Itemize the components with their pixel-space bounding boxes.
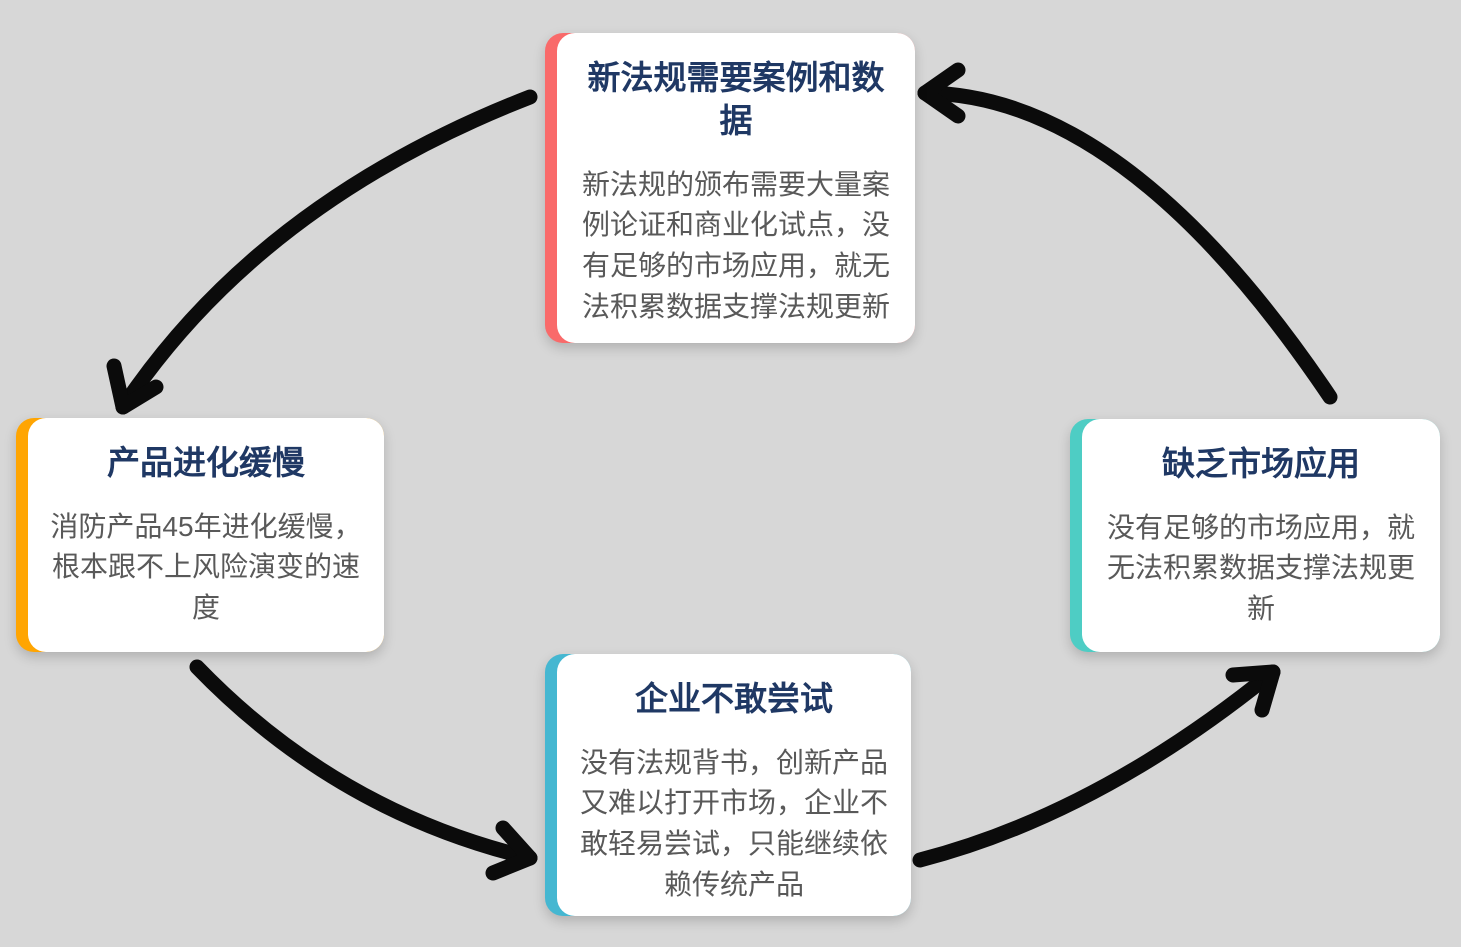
arrow-bottom-to-right-head (1225, 664, 1281, 718)
arrow-top-to-left-shaft (115, 89, 538, 415)
card-lack-market-application-title: 缺乏市场应用 (1162, 445, 1360, 482)
arrow-top-to-left-head (106, 358, 164, 415)
card-companies-dare-not-try-body: 没有法规背书，创新产品又难以打开市场，企业不敢轻易尝试，只能继续依赖传统产品 (579, 746, 888, 900)
card-lack-market-application-panel: 缺乏市场应用 没有足够的市场应用，就无法积累数据支撑法规更新 (1082, 419, 1440, 652)
card-slow-product-evolution: 产品进化缓慢 消防产品45年进化缓慢，根本跟不上风险演变的速度 (16, 418, 384, 652)
arrow-bottom-to-right-shaft (912, 664, 1281, 868)
card-slow-product-evolution-panel: 产品进化缓慢 消防产品45年进化缓慢，根本跟不上风险演变的速度 (28, 418, 384, 652)
arrow-left-to-bottom-shaft (189, 659, 538, 866)
card-lack-market-application: 缺乏市场应用 没有足够的市场应用，就无法积累数据支撑法规更新 (1070, 419, 1440, 652)
card-new-regulations-panel: 新法规需要案例和数据 新法规的颁布需要大量案例论证和商业化试点，没有足够的市场应… (557, 33, 915, 343)
card-new-regulations-body: 新法规的颁布需要大量案例论证和商业化试点，没有足够的市场应用，就无法积累数据支撑… (581, 168, 890, 322)
arrow-top-to-left (106, 89, 538, 415)
arrow-right-to-top-shaft (917, 85, 1338, 405)
arrow-bottom-to-right (912, 664, 1281, 868)
card-lack-market-application-body: 没有足够的市场应用，就无法积累数据支撑法规更新 (1106, 511, 1415, 625)
arrow-right-to-top (917, 62, 1338, 405)
arrow-left-to-bottom-head (485, 820, 538, 881)
arrow-left-to-bottom (189, 659, 538, 881)
arrow-right-to-top-head (917, 62, 966, 124)
card-slow-product-evolution-title: 产品进化缓慢 (107, 444, 305, 481)
card-slow-product-evolution-body: 消防产品45年进化缓慢，根本跟不上风险演变的速度 (50, 510, 362, 624)
card-companies-dare-not-try-panel: 企业不敢尝试 没有法规背书，创新产品又难以打开市场，企业不敢轻易尝试，只能继续依… (557, 654, 911, 916)
card-new-regulations-title: 新法规需要案例和数据 (587, 59, 885, 139)
card-new-regulations: 新法规需要案例和数据 新法规的颁布需要大量案例论证和商业化试点，没有足够的市场应… (545, 33, 915, 343)
card-companies-dare-not-try: 企业不敢尝试 没有法规背书，创新产品又难以打开市场，企业不敢轻易尝试，只能继续依… (545, 654, 911, 916)
card-companies-dare-not-try-title: 企业不敢尝试 (635, 680, 833, 717)
